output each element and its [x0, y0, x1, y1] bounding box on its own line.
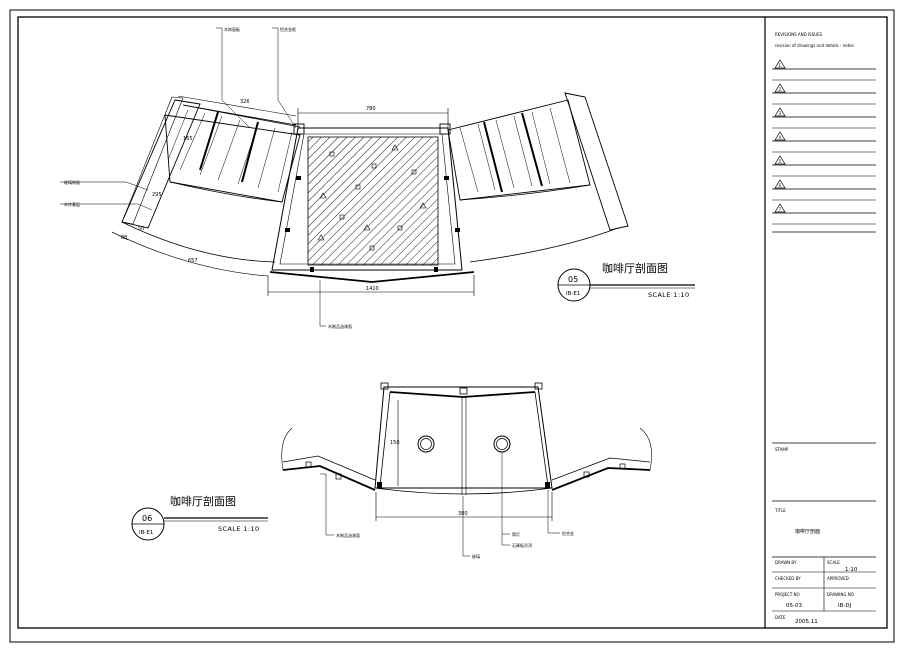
- hatched-core: [307, 136, 439, 266]
- checked-by-label: CHECKED BY: [775, 576, 801, 581]
- drawn-by-label: DRAWN BY: [775, 560, 797, 565]
- title-label: TITLE: [774, 508, 786, 513]
- dim-thickness-b: 295: [152, 192, 162, 198]
- revision-triangle-icon: 3: [774, 107, 786, 117]
- dim-top-width: 780: [366, 106, 376, 112]
- revision-rows: [772, 68, 876, 225]
- left-wing-hatch: [167, 109, 293, 193]
- section-06-wings: [281, 427, 652, 491]
- central-column: [269, 123, 475, 283]
- svg-text:1: 1: [779, 63, 782, 68]
- callout-06-right: 铝合金: [562, 530, 574, 536]
- callout-left-b: 木作基层: [64, 201, 80, 207]
- callout-06-light-b: 石膏板吊顶: [512, 542, 532, 548]
- right-wing-hatch: [459, 107, 571, 193]
- date-label: DATE: [775, 615, 786, 620]
- callout-left-a: 玻璃饰面: [64, 179, 80, 185]
- drawing-no-value: IB-DJ: [838, 603, 852, 609]
- dim-thickness-d: 88: [121, 235, 127, 241]
- section-05-number: 05: [568, 275, 578, 284]
- scale-label: SCALE: [827, 560, 840, 565]
- revision-triangle-icon: 5: [774, 155, 786, 165]
- dim-thickness-a: 165: [183, 136, 193, 142]
- project-no-label: PROJECT NO: [775, 592, 800, 597]
- revisions-header: REVISIONS AND ISSUES: [775, 32, 823, 37]
- revision-triangle-icon: 6: [774, 179, 786, 189]
- section-06-leaders: [320, 452, 560, 557]
- right-wing-panel: [447, 92, 629, 263]
- section-05-tag: 05 IB-E1 咖啡厅剖面图 SCALE 1:10: [557, 261, 695, 302]
- revision-triangle-icon: 4: [774, 131, 786, 141]
- left-wing-mullions: [199, 111, 259, 183]
- revisions-subheader: revision of drawings and details - notes: [775, 43, 854, 48]
- callout-bottom: 木制品油漆面: [328, 323, 352, 329]
- section-05-ref: IB-E1: [566, 291, 580, 297]
- callout-06-left: 木制品油漆面: [336, 532, 360, 538]
- title-block: REVISIONS AND ISSUES revision of drawing…: [764, 17, 876, 628]
- svg-text:2: 2: [779, 87, 782, 92]
- scale-value: 1:10: [845, 567, 858, 573]
- title-value: 咖啡厅剖面: [795, 528, 820, 535]
- stamp-label: STAMP: [775, 447, 789, 452]
- right-wing-mullions: [483, 112, 543, 193]
- section-05-title: 咖啡厅剖面图: [602, 261, 668, 275]
- section-06-frame: [374, 382, 553, 495]
- approved-label: APPROVED: [827, 576, 849, 581]
- column-bolts: [285, 176, 460, 272]
- downlight-icon: [417, 435, 435, 453]
- callout-top-b: 铝合金框: [280, 26, 296, 32]
- outer-border: [9, 9, 895, 643]
- svg-text:3: 3: [779, 111, 782, 116]
- section-06-title: 咖啡厅剖面图: [170, 494, 236, 508]
- section-05-leaders: [60, 27, 326, 327]
- date-value: 2005.11: [795, 619, 818, 625]
- section-05-scale: SCALE 1:10: [648, 291, 690, 299]
- callout-06-center: 玻璃: [472, 553, 480, 559]
- svg-text:7: 7: [779, 207, 782, 212]
- drawing-no-label: DRAWING NO: [827, 592, 854, 597]
- section-06-ref: IB-E1: [139, 530, 153, 536]
- dim-06-height: 150: [390, 440, 400, 446]
- svg-text:4: 4: [779, 135, 782, 140]
- section-06-number: 06: [142, 514, 152, 523]
- revision-triangle-icon: 1: [774, 59, 786, 69]
- left-wing-panel: [121, 96, 301, 263]
- section-06-dimensions: [375, 400, 553, 521]
- revision-triangle-icon: 7: [774, 203, 786, 213]
- downlight-icon: [493, 435, 511, 453]
- callout-06-light-a: 筒灯: [512, 531, 520, 537]
- revision-triangles: 1 2 3 4 5 6 7: [774, 59, 786, 213]
- project-no-value: 05-03: [786, 603, 802, 609]
- svg-text:6: 6: [779, 183, 782, 188]
- section-05-drawing: 780 326 1410 657 165 295 50 88 木饰面板 铝合金框…: [60, 26, 695, 329]
- svg-text:5: 5: [779, 159, 782, 164]
- section-06-drawing: 380 150 木制品油漆面 玻璃 筒灯 石膏板吊顶 铝合金 06 IB-E1 …: [131, 382, 652, 559]
- section-06-scale: SCALE 1:10: [218, 525, 260, 533]
- section-06-tag: 06 IB-E1 咖啡厅剖面图 SCALE 1:10: [131, 494, 268, 541]
- dim-bottom-width: 1410: [366, 286, 379, 292]
- dim-arc-length: 657: [188, 258, 198, 264]
- callout-top-a: 木饰面板: [224, 26, 240, 32]
- section-05-dimensions: [111, 95, 475, 296]
- inner-border: [17, 16, 888, 629]
- dim-thickness-c: 50: [138, 226, 144, 232]
- dim-left-top: 326: [240, 99, 250, 105]
- title-block-grid: [772, 556, 876, 612]
- core-marks: [317, 144, 427, 251]
- revision-triangle-icon: 2: [774, 83, 786, 93]
